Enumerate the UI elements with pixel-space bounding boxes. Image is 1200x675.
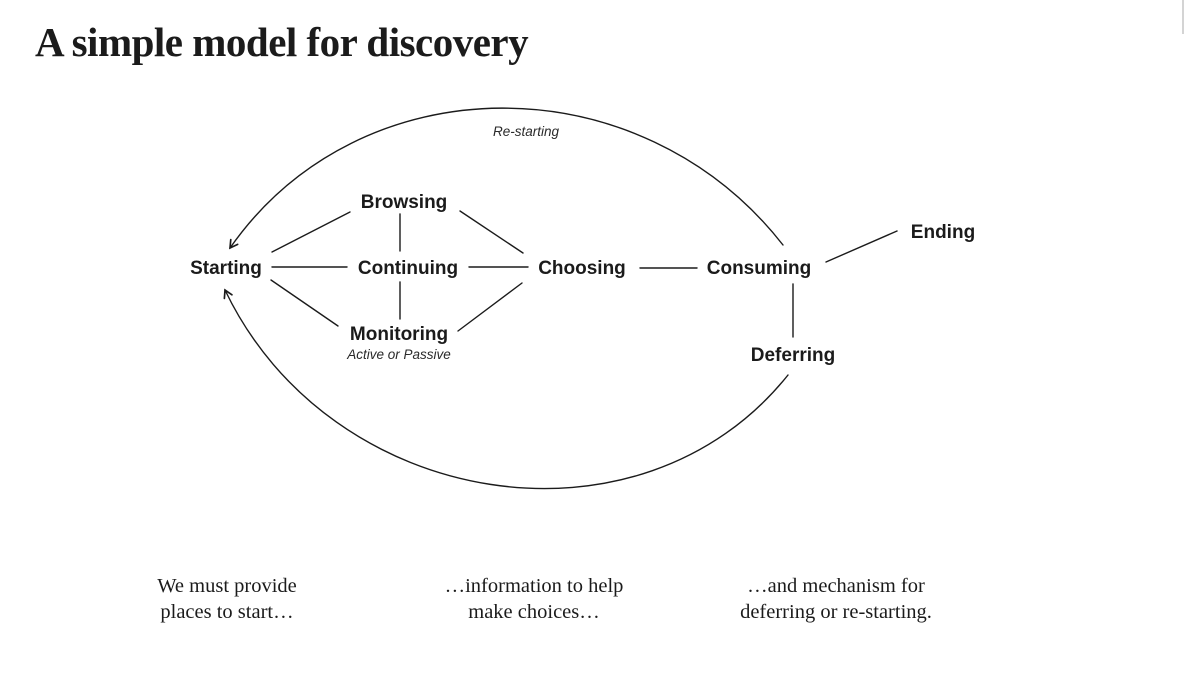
edge-starting-browsing: [271, 211, 351, 253]
caption-deferring-restarting: …and mechanism for deferring or re-start…: [740, 573, 932, 625]
node-label-ending: Ending: [911, 222, 975, 243]
page-title: A simple model for discovery: [35, 19, 529, 65]
annotation-re-starting: Re-starting: [493, 124, 560, 139]
edge-monitoring-choosing: [457, 282, 523, 332]
edge-browsing-choosing: [459, 210, 524, 254]
caption-information-to-help: …information to help make choices…: [445, 573, 624, 625]
node-label-consuming: Consuming: [707, 258, 812, 279]
node-label-deferring: Deferring: [751, 345, 835, 366]
annotation-active-or-passive: Active or Passive: [346, 347, 451, 362]
node-label-browsing: Browsing: [361, 192, 448, 213]
node-label-monitoring: Monitoring: [350, 324, 448, 345]
arc-deferring-return: [223, 288, 789, 490]
caption-line: make choices…: [468, 601, 600, 623]
node-label-choosing: Choosing: [538, 258, 626, 279]
node-label-starting: Starting: [190, 258, 262, 279]
caption-line: We must provide: [157, 575, 297, 597]
caption-line: deferring or re-starting.: [740, 601, 932, 623]
caption-line: places to start…: [160, 601, 294, 623]
node-label-continuing: Continuing: [358, 258, 458, 279]
arc-restarting: [229, 107, 784, 250]
edge-starting-monitoring: [270, 279, 339, 327]
edge-consuming-ending: [825, 230, 898, 263]
caption-line: …and mechanism for: [747, 575, 925, 597]
caption-line: …information to help: [444, 575, 624, 597]
scrollbar-remnant: [1182, 0, 1184, 34]
caption-places-to-start: We must provide places to start…: [157, 573, 297, 625]
